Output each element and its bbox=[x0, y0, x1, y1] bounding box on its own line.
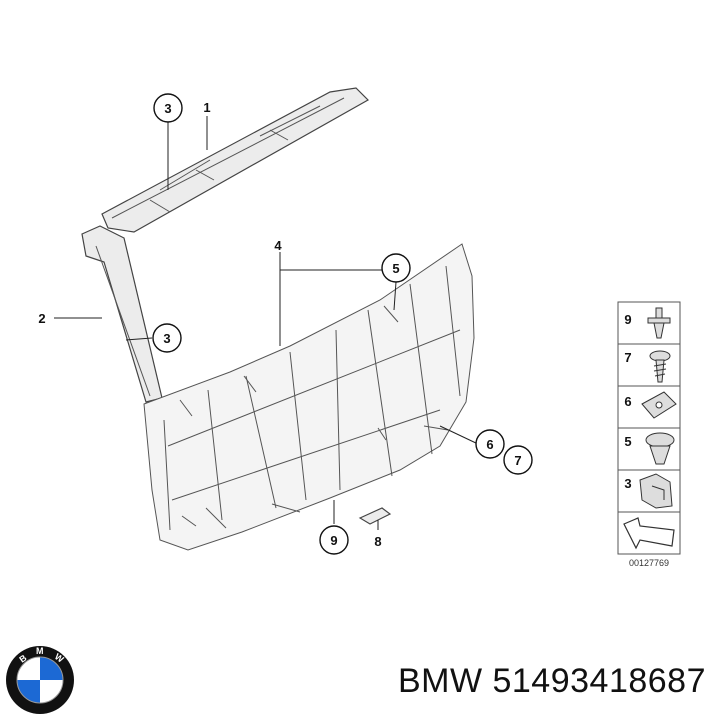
legend-label-6: 6 bbox=[624, 394, 631, 409]
svg-text:2: 2 bbox=[38, 311, 45, 326]
svg-text:4: 4 bbox=[274, 238, 282, 253]
callout-3-top: 3 bbox=[153, 93, 183, 123]
callout-5: 5 bbox=[381, 253, 411, 283]
callout-3-side: 3 bbox=[152, 323, 182, 353]
direction-arrow-icon bbox=[623, 517, 675, 550]
side-trim-strip bbox=[81, 225, 163, 403]
upper-trim-panel bbox=[101, 87, 369, 233]
expansion-rivet-icon bbox=[645, 432, 675, 465]
small-bracket bbox=[358, 507, 392, 525]
leader-lines bbox=[54, 116, 479, 530]
clip-nut-icon bbox=[641, 391, 677, 419]
legend-label-3: 3 bbox=[624, 476, 631, 491]
svg-text:M: M bbox=[36, 646, 44, 656]
svg-text:7: 7 bbox=[514, 453, 521, 468]
screw-icon bbox=[649, 350, 671, 383]
retaining-clip-icon bbox=[639, 473, 673, 509]
callout-4: 4 bbox=[274, 238, 282, 253]
tailgate-trim-panel bbox=[143, 243, 475, 551]
svg-text:5: 5 bbox=[392, 261, 399, 276]
fastener-legend: 9 7 6 5 3 bbox=[617, 301, 681, 568]
legend-label-9: 9 bbox=[624, 312, 631, 327]
callout-8: 8 bbox=[374, 534, 381, 549]
svg-text:B: B bbox=[17, 652, 28, 664]
callout-2: 2 bbox=[38, 311, 45, 326]
part-number-caption: BMW 51493418687 bbox=[397, 662, 706, 700]
svg-text:6: 6 bbox=[486, 437, 493, 452]
callout-6: 6 bbox=[475, 429, 505, 459]
callout-7: 7 bbox=[503, 445, 533, 475]
svg-text:1: 1 bbox=[203, 100, 210, 115]
legend-label-7: 7 bbox=[624, 350, 631, 365]
diagram-doc-id: 00127769 bbox=[629, 558, 669, 568]
svg-text:3: 3 bbox=[164, 101, 171, 116]
push-pin-icon bbox=[647, 307, 671, 339]
bmw-logo: B M W bbox=[6, 646, 74, 714]
svg-text:3: 3 bbox=[163, 331, 170, 346]
callout-9: 9 bbox=[319, 525, 349, 555]
svg-text:8: 8 bbox=[374, 534, 381, 549]
legend-label-5: 5 bbox=[624, 434, 631, 449]
callout-1: 1 bbox=[203, 100, 210, 115]
svg-text:9: 9 bbox=[330, 533, 337, 548]
